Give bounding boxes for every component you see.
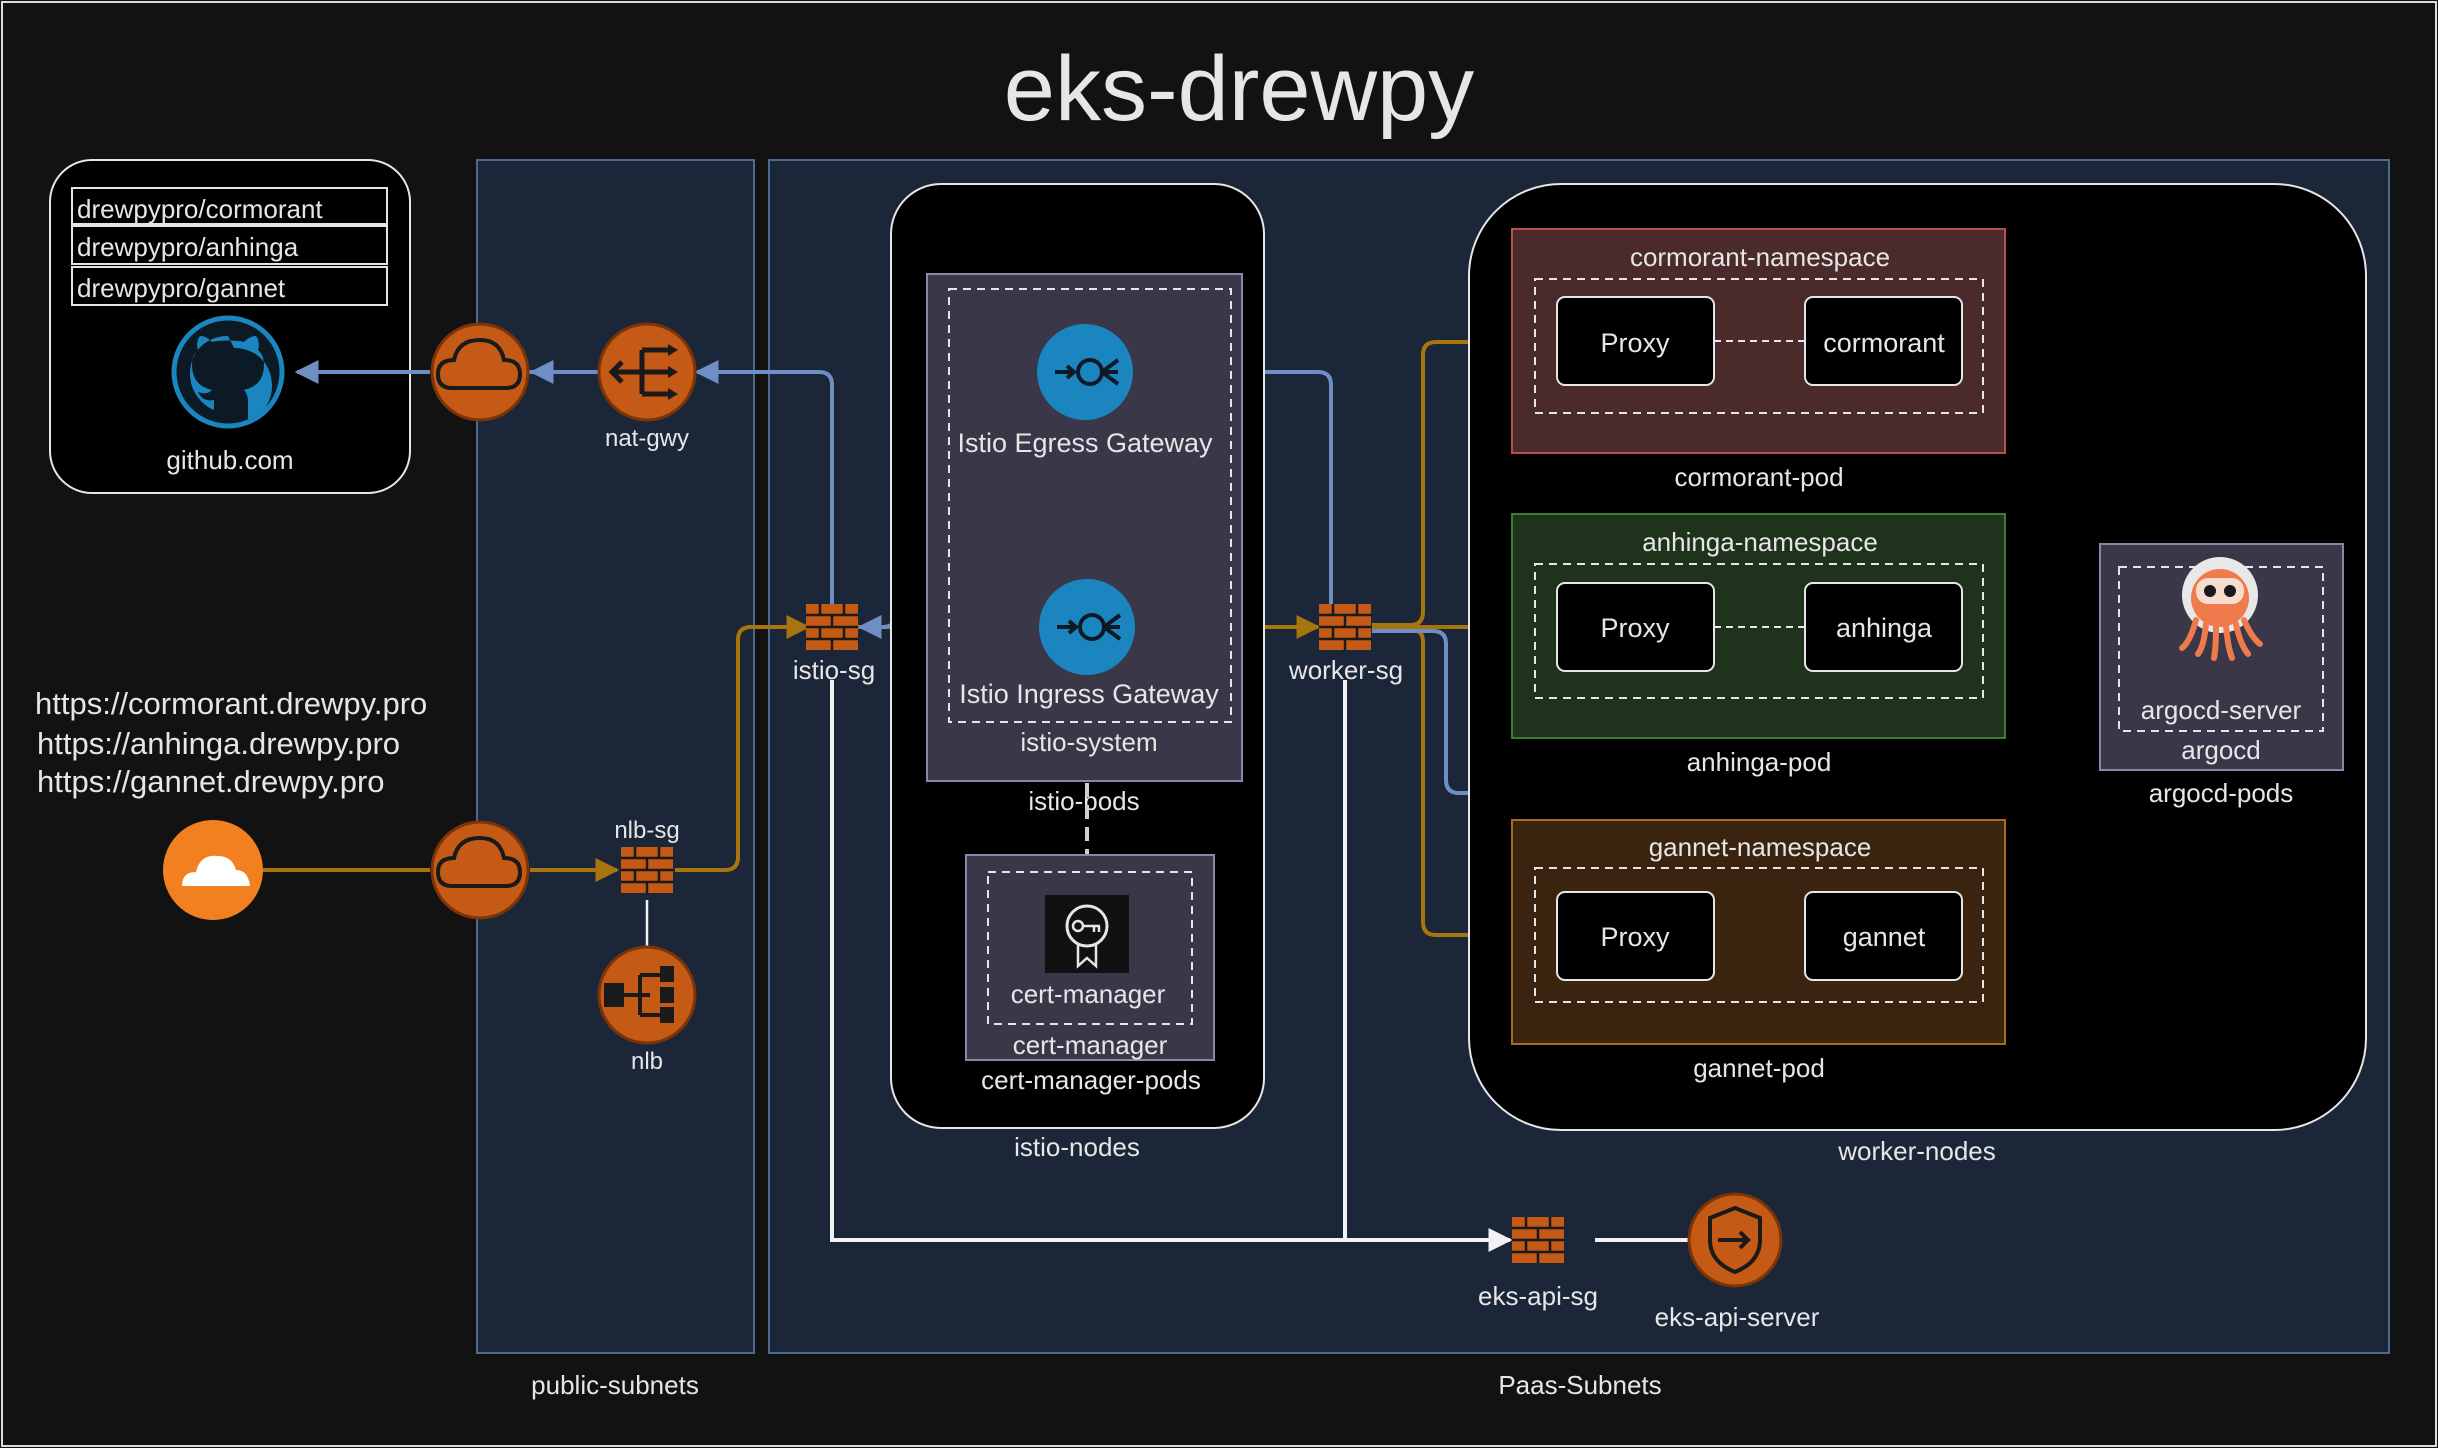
istio-system-namespace (948, 288, 1232, 723)
anhinga-app-label: anhinga (1836, 613, 1933, 643)
cert-manager-ns-label: cert-manager (1013, 1030, 1168, 1060)
nat-gwy-label: nat-gwy (605, 425, 689, 452)
repo-label: drewpypro/cormorant (77, 194, 323, 224)
github-label: github.com (166, 445, 293, 475)
gannet-namespace (1534, 867, 1984, 1003)
gannet-app (1804, 891, 1963, 981)
argocd-pods-label: argocd-pods (2149, 778, 2294, 808)
gannet-pod-label: gannet-pod (1693, 1053, 1825, 1083)
gannet-proxy-label: Proxy (1600, 922, 1670, 952)
repo-label: drewpypro/anhinga (77, 232, 299, 262)
cloudflare-icon (163, 820, 263, 920)
istio-nodes-label: istio-nodes (1014, 1132, 1140, 1162)
istio-sg-label: istio-sg (793, 655, 875, 685)
internet-gateway-icon (430, 322, 530, 422)
github-icon (171, 315, 285, 429)
cert-manager-namespace (987, 871, 1193, 1025)
cormorant-namespace (1534, 278, 1984, 414)
url-label: https://anhinga.drewpy.pro (37, 726, 400, 761)
diagram-title: eks-drewpy (1004, 38, 1474, 140)
anhinga-pod-label: anhinga-pod (1687, 747, 1832, 777)
istio-sg-firewall-icon (806, 604, 858, 650)
istio-system-label: istio-system (1020, 727, 1157, 757)
repo-row (71, 187, 388, 225)
nlb-label: nlb (631, 1048, 663, 1075)
nlb-icon (597, 945, 697, 1045)
eks-api-server-label: eks-api-server (1655, 1302, 1820, 1332)
cormorant-pod-label: cormorant-pod (1674, 462, 1843, 492)
nat-gateway-icon (597, 322, 697, 422)
argocd-server-label: argocd-server (2141, 695, 2302, 725)
istio-ingress-gateway-icon (1039, 579, 1135, 675)
istio-egress-label: Istio Egress Gateway (957, 428, 1213, 458)
nlb-sg-label: nlb-sg (614, 817, 679, 844)
istio-pods-label: istio-pods (1028, 786, 1139, 816)
url-label: https://gannet.drewpy.pro (37, 764, 385, 799)
nlb-sg-firewall-icon (621, 847, 673, 893)
cormorant-namespace-label: cormorant-namespace (1630, 242, 1890, 272)
argocd-namespace-label: argocd (2181, 735, 2261, 765)
internet-gateway-icon (430, 820, 530, 920)
eks-api-sg-label: eks-api-sg (1478, 1281, 1598, 1311)
url-label: https://cormorant.drewpy.pro (35, 686, 427, 721)
cert-manager-icon (1045, 895, 1129, 973)
repo-row (71, 266, 388, 306)
anhinga-namespace-label: anhinga-namespace (1642, 527, 1878, 557)
istio-egress-gateway-icon (1037, 324, 1133, 420)
worker-sg-firewall-icon (1319, 604, 1371, 650)
anhinga-proxy-label: Proxy (1600, 613, 1670, 643)
eks-api-server-icon (1687, 1192, 1783, 1288)
repo-row (71, 225, 388, 265)
anhinga-namespace (1534, 563, 1984, 699)
gannet-namespace-label: gannet-namespace (1649, 832, 1872, 862)
cert-manager-pods-label: cert-manager-pods (981, 1065, 1201, 1095)
public-subnets-label: public-subnets (531, 1370, 699, 1400)
eks-api-sg-firewall-icon (1512, 1217, 1564, 1263)
gannet-proxy (1556, 891, 1715, 981)
cert-manager-label: cert-manager (1011, 979, 1166, 1009)
cormorant-app-label: cormorant (1823, 328, 1945, 358)
istio-ingress-label: Istio Ingress Gateway (959, 679, 1219, 709)
repo-label: drewpypro/gannet (77, 273, 286, 303)
worker-nodes-label: worker-nodes (1837, 1136, 1996, 1166)
gannet-app-label: gannet (1843, 922, 1926, 952)
argo-octopus-icon (2179, 557, 2263, 661)
paas-subnets-label: Paas-Subnets (1498, 1370, 1661, 1400)
cormorant-proxy-label: Proxy (1600, 328, 1670, 358)
worker-sg-label: worker-sg (1288, 655, 1403, 685)
